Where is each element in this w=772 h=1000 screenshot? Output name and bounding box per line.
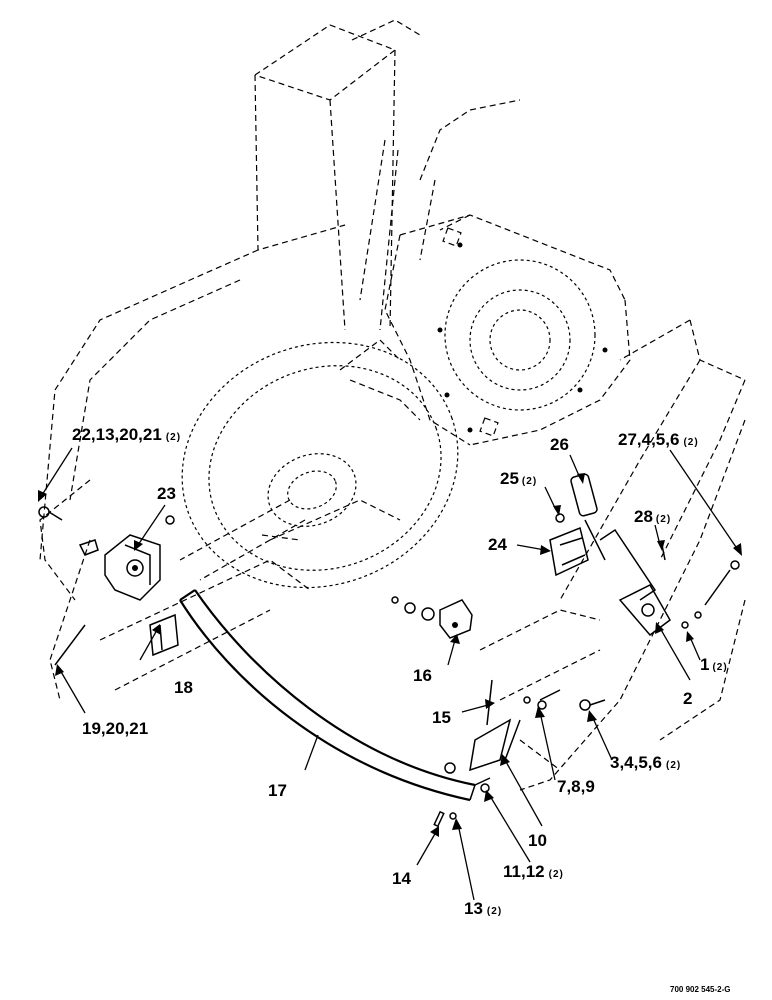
part-17-shield-belt xyxy=(179,589,491,802)
gearbox-housing xyxy=(384,214,631,446)
callout-7-8-9: 7,8,9 xyxy=(557,777,595,796)
callout-28: 28(2) xyxy=(634,507,671,526)
callout-13: 13(2) xyxy=(464,899,502,918)
callout-11-12: 11,12(2) xyxy=(503,862,564,881)
callout-25: 25(2) xyxy=(500,469,537,488)
callout-3-4-5-6: 3,4,5,6(2) xyxy=(610,753,681,772)
part-16-clamp xyxy=(391,596,473,639)
part-23-bearing-bracket xyxy=(54,534,161,666)
part-2-lever xyxy=(584,519,671,637)
leader-lines xyxy=(38,447,742,901)
callout-26: 26 xyxy=(550,435,569,454)
callout-14: 14 xyxy=(392,869,411,888)
callout-17: 17 xyxy=(268,781,287,800)
part-24-block xyxy=(549,526,589,577)
callout-24: 24 xyxy=(488,535,507,554)
drive-shaft xyxy=(179,499,306,581)
callout-19-20-21: 19,20,21 xyxy=(82,719,148,738)
callout-labels: 22,13,20,21(2) 23 18 19,20,21 17 16 15 1… xyxy=(72,425,728,918)
callout-2: 2 xyxy=(683,689,692,708)
callout-22-13-20-21: 22,13,20,21(2) xyxy=(72,425,181,444)
frame-structure xyxy=(39,19,746,791)
hardware xyxy=(38,506,740,828)
callout-23: 23 xyxy=(157,484,176,503)
callout-27-4-5-6: 27,4,5,6(2) xyxy=(618,430,699,449)
part-26-pin xyxy=(570,473,598,517)
callout-15: 15 xyxy=(432,708,451,727)
callout-16: 16 xyxy=(413,666,432,685)
figure-reference-number: 700 902 545-2-G xyxy=(670,985,731,994)
callout-10: 10 xyxy=(528,831,547,850)
callout-1: 1(2) xyxy=(700,655,728,674)
flywheel xyxy=(181,339,459,589)
callout-18: 18 xyxy=(174,678,193,697)
